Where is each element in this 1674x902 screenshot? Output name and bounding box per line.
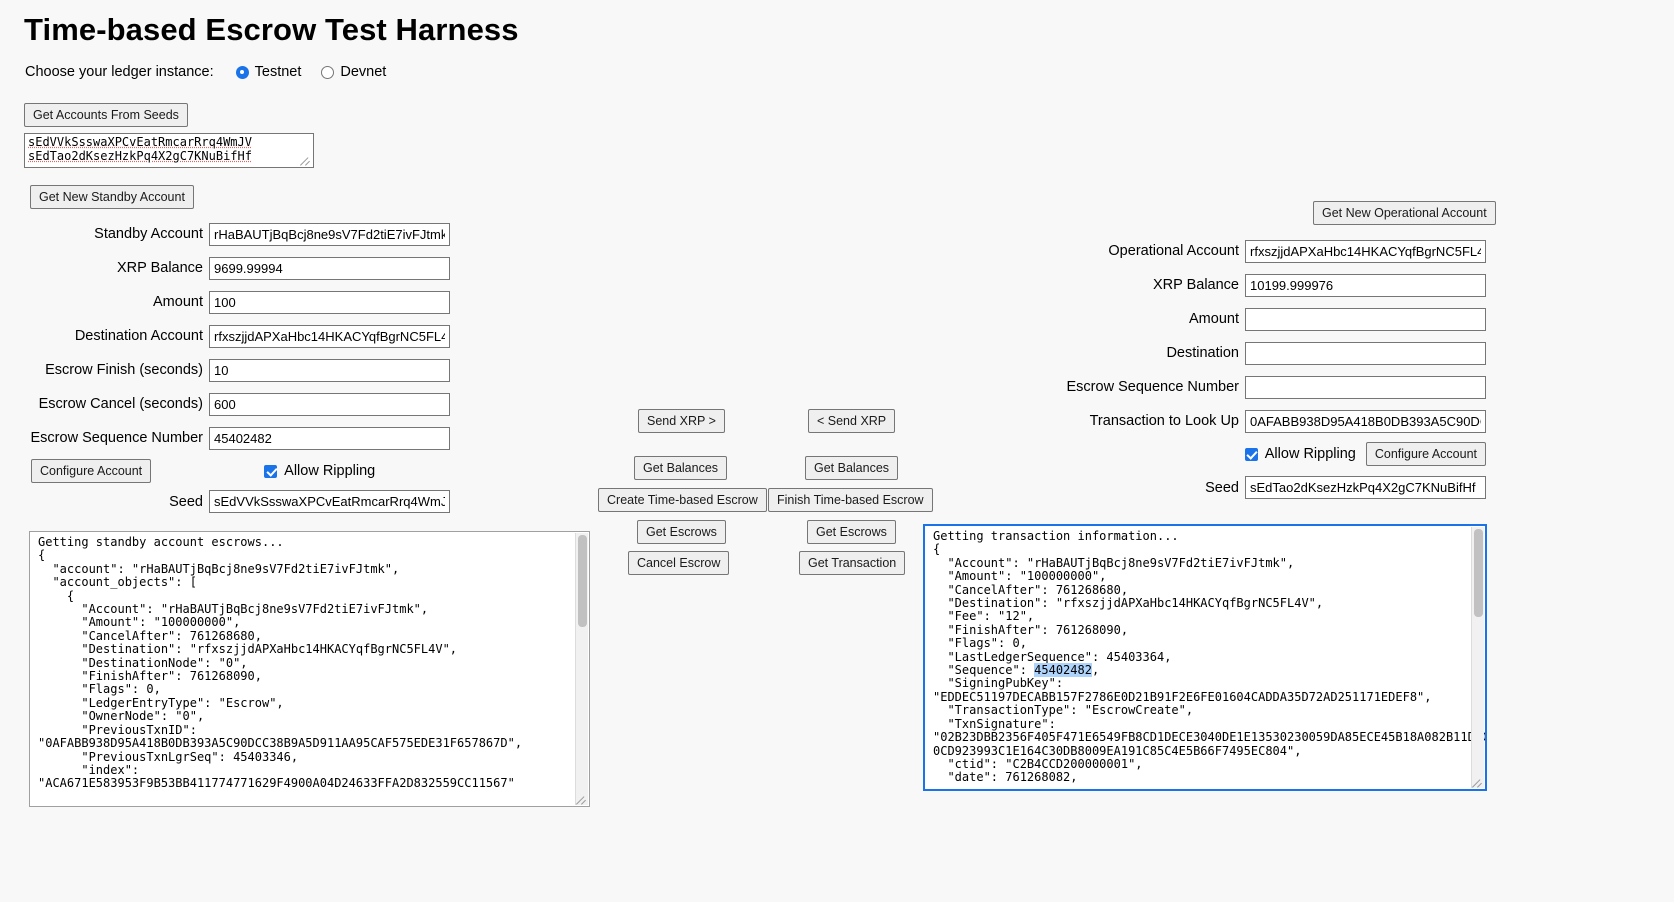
field-row-operational-amount: Amount bbox=[1000, 302, 1486, 336]
operational-configure-account-button[interactable]: Configure Account bbox=[1365, 442, 1486, 466]
create-time-based-escrow-button[interactable]: Create Time-based Escrow bbox=[598, 488, 767, 512]
ledger-option-devnet[interactable]: Devnet bbox=[321, 64, 386, 80]
input-escrow-cancel-seconds[interactable] bbox=[209, 392, 450, 416]
input-operational-seed[interactable] bbox=[1245, 476, 1486, 499]
send-xrp-left-button[interactable]: < Send XRP bbox=[808, 409, 896, 433]
scroll-thumb[interactable] bbox=[1474, 529, 1483, 617]
standby-account-fields: Standby Account XRP Balance Amount Desti… bbox=[0, 217, 450, 455]
standby-seed-row: Seed bbox=[0, 490, 450, 513]
cancel-escrow-button[interactable]: Cancel Escrow bbox=[628, 551, 730, 575]
input-operational-amount[interactable] bbox=[1245, 307, 1486, 331]
operational-results-text-post: , "SigningPubKey": "EDDEC51197DECABB157F… bbox=[933, 663, 1487, 785]
input-operational-destination[interactable] bbox=[1245, 341, 1486, 365]
ledger-option-devnet-label: Devnet bbox=[340, 64, 387, 80]
scroll-thumb[interactable] bbox=[578, 535, 587, 627]
field-row-standby-account: Standby Account bbox=[0, 217, 450, 251]
input-standby-xrp-balance[interactable] bbox=[209, 256, 450, 280]
operational-allow-rippling-label: Allow Rippling bbox=[1264, 446, 1356, 462]
label-standby-account: Standby Account bbox=[94, 226, 203, 242]
operational-results-scrollbar[interactable] bbox=[1471, 527, 1484, 788]
seeds-textarea[interactable]: sEdVVkSsswaXPCvEatRmcarRrq4WmJV sEdTao2d… bbox=[24, 133, 314, 168]
label-operational-escrow-sequence-number: Escrow Sequence Number bbox=[1066, 379, 1239, 395]
field-row-operational-xrp-balance: XRP Balance bbox=[1000, 268, 1486, 302]
label-operational-xrp-balance: XRP Balance bbox=[1153, 277, 1239, 293]
get-new-standby-account-button[interactable]: Get New Standby Account bbox=[30, 185, 194, 209]
standby-allow-rippling-label: Allow Rippling bbox=[284, 463, 376, 479]
field-row-operational-escrow-sequence-number: Escrow Sequence Number bbox=[1000, 370, 1486, 404]
standby-results-scrollbar[interactable] bbox=[575, 533, 588, 805]
ledger-instance-chooser: Choose your ledger instance: Testnet Dev… bbox=[25, 64, 406, 80]
operational-results-text-pre: Getting transaction information... { "Ac… bbox=[933, 529, 1324, 678]
get-balances-operational-button[interactable]: Get Balances bbox=[805, 456, 899, 480]
label-operational-amount: Amount bbox=[1189, 311, 1239, 327]
get-transaction-button[interactable]: Get Transaction bbox=[799, 551, 906, 575]
resize-handle-icon[interactable] bbox=[300, 154, 312, 166]
input-standby-account[interactable] bbox=[209, 222, 450, 246]
operational-account-fields: Operational Account XRP Balance Amount D… bbox=[1000, 234, 1486, 438]
standby-configure-account-button[interactable]: Configure Account bbox=[31, 459, 152, 483]
field-row-operational-destination: Destination bbox=[1000, 336, 1486, 370]
field-row-standby-xrp-balance: XRP Balance bbox=[0, 251, 450, 285]
operational-configure-row: Allow Rippling Configure Account bbox=[1150, 442, 1486, 466]
radio-devnet-icon[interactable] bbox=[321, 65, 335, 79]
standby-results-text: Getting standby account escrows... { "ac… bbox=[38, 535, 523, 791]
radio-testnet-icon[interactable] bbox=[235, 65, 249, 79]
input-operational-escrow-sequence-number[interactable] bbox=[1245, 375, 1486, 399]
label-standby-amount: Amount bbox=[153, 294, 203, 310]
field-row-escrow-cancel-seconds: Escrow Cancel (seconds) bbox=[0, 387, 450, 421]
operational-seed-row: Seed bbox=[1000, 476, 1486, 499]
label-operational-seed: Seed bbox=[1205, 479, 1239, 496]
standby-results-textarea[interactable]: Getting standby account escrows... { "ac… bbox=[29, 531, 590, 807]
input-transaction-to-look-up[interactable] bbox=[1245, 409, 1486, 433]
label-standby-escrow-sequence-number: Escrow Sequence Number bbox=[30, 430, 203, 446]
field-row-escrow-finish-seconds: Escrow Finish (seconds) bbox=[0, 353, 450, 387]
get-escrows-operational-button[interactable]: Get Escrows bbox=[807, 520, 896, 544]
get-balances-standby-button[interactable]: Get Balances bbox=[634, 456, 728, 480]
operational-results-selected-sequence: 45402482 bbox=[1034, 663, 1092, 678]
field-row-transaction-to-look-up: Transaction to Look Up bbox=[1000, 404, 1486, 438]
input-standby-escrow-sequence-number[interactable] bbox=[209, 426, 450, 450]
input-operational-xrp-balance[interactable] bbox=[1245, 273, 1486, 297]
label-standby-xrp-balance: XRP Balance bbox=[117, 260, 203, 276]
ledger-option-testnet-label: Testnet bbox=[254, 64, 302, 80]
standby-configure-row: Configure Account Allow Rippling bbox=[31, 459, 451, 483]
get-new-operational-account-button[interactable]: Get New Operational Account bbox=[1313, 201, 1496, 225]
operational-allow-rippling-checkbox[interactable] bbox=[1244, 447, 1258, 461]
label-operational-account: Operational Account bbox=[1108, 243, 1239, 259]
operational-results-textarea[interactable]: Getting transaction information... { "Ac… bbox=[923, 524, 1487, 791]
input-operational-account[interactable] bbox=[1245, 239, 1486, 263]
label-escrow-cancel-seconds: Escrow Cancel (seconds) bbox=[38, 396, 203, 412]
field-row-standby-destination-account: Destination Account bbox=[0, 319, 450, 353]
send-xrp-right-button[interactable]: Send XRP > bbox=[638, 409, 725, 433]
label-standby-destination-account: Destination Account bbox=[74, 328, 203, 344]
label-transaction-to-look-up: Transaction to Look Up bbox=[1089, 413, 1239, 429]
ledger-instance-label: Choose your ledger instance: bbox=[25, 64, 214, 80]
page-title: Time-based Escrow Test Harness bbox=[24, 12, 519, 47]
seed-line-1: sEdVVkSsswaXPCvEatRmcarRrq4WmJV bbox=[28, 135, 252, 149]
label-escrow-finish-seconds: Escrow Finish (seconds) bbox=[45, 362, 203, 378]
input-standby-amount[interactable] bbox=[209, 290, 450, 314]
seed-line-2: sEdTao2dKsezHzkPq4X2gC7KNuBifHf bbox=[28, 148, 252, 163]
input-standby-seed[interactable] bbox=[209, 490, 450, 513]
standby-allow-rippling-checkbox[interactable] bbox=[264, 464, 278, 478]
input-standby-destination-account[interactable] bbox=[209, 324, 450, 348]
get-escrows-standby-button[interactable]: Get Escrows bbox=[637, 520, 726, 544]
field-row-standby-amount: Amount bbox=[0, 285, 450, 319]
ledger-option-testnet[interactable]: Testnet bbox=[235, 64, 302, 80]
field-row-standby-escrow-sequence-number: Escrow Sequence Number bbox=[0, 421, 450, 455]
input-escrow-finish-seconds[interactable] bbox=[209, 358, 450, 382]
field-row-operational-account: Operational Account bbox=[1000, 234, 1486, 268]
get-accounts-from-seeds-button[interactable]: Get Accounts From Seeds bbox=[24, 103, 188, 127]
label-standby-seed: Seed bbox=[169, 493, 203, 510]
finish-time-based-escrow-button[interactable]: Finish Time-based Escrow bbox=[768, 488, 933, 512]
label-operational-destination: Destination bbox=[1166, 345, 1239, 361]
